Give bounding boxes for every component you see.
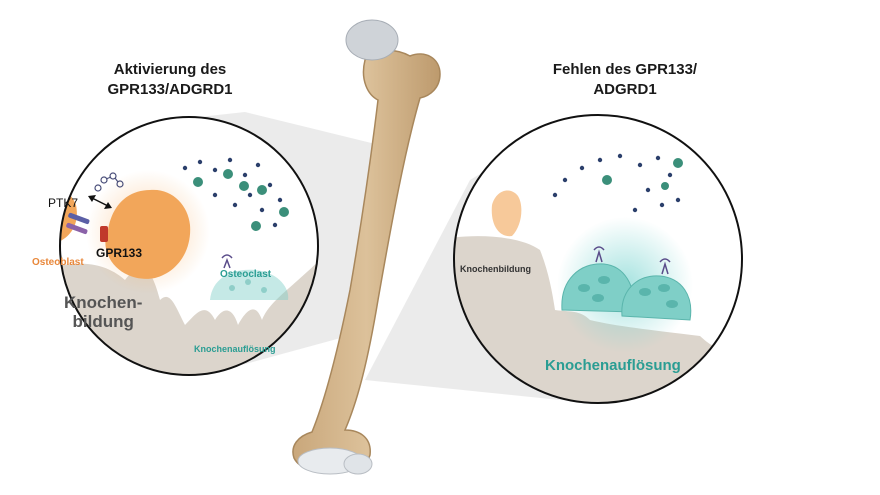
femur-bone <box>292 19 441 475</box>
osteoblast-cell-main <box>105 189 191 279</box>
osteoclast-cell-right-2 <box>621 275 692 321</box>
right-title-line2: ADGRD1 <box>593 81 657 98</box>
osteoblast-label: Osteoblast <box>32 257 84 268</box>
osteoclast-label: Osteoclast <box>220 269 272 280</box>
bone-formation-label: Knochen- bildung <box>64 293 142 331</box>
gpr133-label: GPR133 <box>96 246 143 260</box>
right-title-line1: Fehlen des GPR133/ <box>552 61 698 78</box>
resorption-label-left: Knochenauflösung <box>194 344 276 354</box>
bone-formation-line1: Knochen- <box>64 293 143 312</box>
ptk7-label: PTK7 <box>48 196 79 210</box>
resorption-label-right: Knochenauflösung <box>545 357 681 374</box>
left-panel-title: Aktivierung des GPR133/ADGRD1 <box>70 60 270 100</box>
left-title-line2: GPR133/ADGRD1 <box>107 81 233 98</box>
osteoblast-cell-right <box>491 190 522 237</box>
bone-formation-label-right: Knochenbildung <box>460 264 531 274</box>
bone-formation-line2: bildung <box>72 312 134 331</box>
right-panel-title: Fehlen des GPR133/ ADGRD1 <box>525 60 725 100</box>
right-zoom-circle <box>453 114 743 404</box>
osteoclast-cell-left <box>210 269 289 300</box>
left-title-line1: Aktivierung des <box>113 61 227 78</box>
